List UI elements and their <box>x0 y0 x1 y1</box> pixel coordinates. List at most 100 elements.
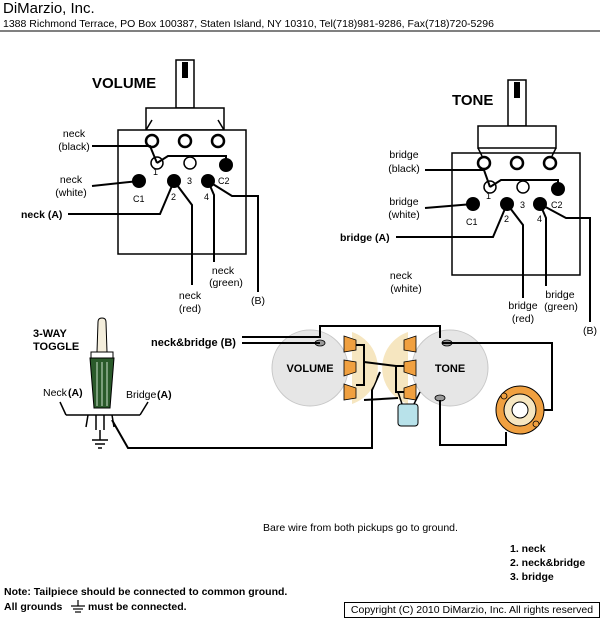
toggle-title-1: 3-WAY <box>33 328 67 340</box>
tone-lug-left <box>476 155 492 171</box>
ground-wire-to-jack <box>439 400 507 446</box>
toggle-tip <box>96 317 108 353</box>
note-grounds-prefix: All grounds <box>4 601 62 613</box>
label-neck-black-2: (black) <box>58 141 90 153</box>
position-3: 3. bridge <box>510 571 554 583</box>
label-neck-black-1: neck <box>63 128 86 140</box>
volume-pot-detail: VOLUME <box>68 59 259 292</box>
inline-ground-icon <box>71 600 85 613</box>
position-1: 1. neck <box>510 543 546 555</box>
label-tone-neck-white-1: neck <box>390 270 413 282</box>
volume-lug-left <box>144 133 160 149</box>
label-neck-green-2: (green) <box>209 277 243 289</box>
wire-neck-green <box>207 180 215 262</box>
label-neck-red-1: neck <box>179 290 202 302</box>
volume-lug-b <box>343 359 357 377</box>
volume-lug-label-c2: C2 <box>218 176 230 186</box>
volume-lug-label-1: 1 <box>153 167 158 177</box>
volume-terminal-3 <box>183 156 197 170</box>
wire-bridge-a <box>396 203 508 238</box>
toggle-title-2: TOGGLE <box>33 341 79 353</box>
label-neck-red-2: (red) <box>179 303 201 315</box>
volume-lug-label-c1: C1 <box>133 194 145 204</box>
three-way-toggle: 3-WAY TOGGLE Neck (A) Bridge <box>33 317 381 449</box>
volume-lug-mid <box>177 133 193 149</box>
volume-title: VOLUME <box>92 75 156 92</box>
label-bridge-green-1: bridge <box>545 289 574 301</box>
volume-shaft-slot <box>182 62 188 78</box>
volume-lug-right <box>210 133 226 149</box>
label-bridge-black-1: bridge <box>389 149 418 161</box>
label-neck-white-2: (white) <box>55 187 87 199</box>
label-neck-a: neck (A) <box>21 209 62 221</box>
notes: Bare wire from both pickups go to ground… <box>4 522 585 613</box>
position-2: 2. neck&bridge <box>510 557 585 569</box>
label-bridge-white-2: (white) <box>388 209 420 221</box>
tone-lug-label-1: 1 <box>486 191 491 201</box>
tone-lug-mid <box>509 155 525 171</box>
label-neck-bridge-b: neck&bridge (B) <box>151 337 236 349</box>
label-bridge-green-2: (green) <box>544 301 578 313</box>
tone-lug-right <box>542 155 558 171</box>
wire-neck-red <box>173 180 193 285</box>
tone-lug-label-3: 3 <box>520 200 525 210</box>
label-neck-white-1: neck <box>60 174 83 186</box>
note-tailpiece: Note: Tailpiece should be connected to c… <box>4 586 287 598</box>
wire-bridge-red <box>506 203 524 298</box>
toggle-bridge-label: Bridge <box>126 389 157 401</box>
volume-lug-label-3: 3 <box>187 176 192 186</box>
toggle-neck-label: Neck <box>43 387 68 399</box>
tone-lug-c <box>403 383 417 401</box>
label-volume-b: (B) <box>251 295 265 307</box>
company-address: 1388 Richmond Terrace, PO Box 100387, St… <box>3 18 494 30</box>
tone-lug-a <box>403 335 417 353</box>
wire-neck-a <box>68 180 175 215</box>
label-tone-neck-white-2: (white) <box>390 283 422 295</box>
tone-pot-detail: TONE <box>396 79 591 322</box>
control-assembly: VOLUME TONE neck&bridge (B) <box>151 325 553 446</box>
volume-lug-c <box>343 383 357 401</box>
volume-lug-label-4: 4 <box>204 192 209 202</box>
assembly-tone-label: TONE <box>435 363 465 375</box>
wire-volume-b <box>207 180 259 292</box>
wire-bridge-white <box>424 203 474 209</box>
tone-body <box>451 152 581 276</box>
volume-bushing <box>145 107 225 131</box>
tone-lug-label-c1: C1 <box>466 217 478 227</box>
wire-neck-black <box>92 145 158 164</box>
label-bridge-a: bridge (A) <box>340 232 390 244</box>
note-bare-wire: Bare wire from both pickups go to ground… <box>263 522 458 534</box>
wire-bridge-green <box>539 203 547 286</box>
wire-to-jack <box>442 342 553 411</box>
company-name: DiMarzio, Inc. <box>3 0 95 17</box>
tone-shaft-slot <box>514 82 520 98</box>
volume-lug-label-2: 2 <box>171 192 176 202</box>
toggle-nut <box>90 351 114 359</box>
tone-capacitor <box>397 403 419 427</box>
copyright-notice: Copyright (C) 2010 DiMarzio, Inc. All ri… <box>344 602 600 618</box>
note-grounds-suffix: must be connected. <box>88 601 187 613</box>
toggle-output-wire <box>111 371 381 449</box>
tone-lug-label-2: 2 <box>504 214 509 224</box>
toggle-bridge-a: (A) <box>157 389 172 401</box>
tone-title: TONE <box>452 92 493 109</box>
toggle-neck-a: (A) <box>68 387 83 399</box>
tone-lug-label-4: 4 <box>537 214 542 224</box>
wire-bridge-black <box>425 169 491 188</box>
assembly-volume-label: VOLUME <box>286 363 333 375</box>
wire-neck-white <box>91 180 140 187</box>
tone-lug-label-c2: C2 <box>551 200 563 210</box>
label-bridge-white-1: bridge <box>389 196 418 208</box>
wire-neck-bridge-b <box>242 325 441 338</box>
volume-lug-a <box>343 335 357 353</box>
label-bridge-red-2: (red) <box>512 313 534 325</box>
label-neck-green-1: neck <box>212 265 235 277</box>
tone-terminal-3 <box>516 180 530 194</box>
wire-tone-b <box>539 203 591 322</box>
tone-bushing <box>477 125 557 149</box>
tone-lug-b <box>403 359 417 377</box>
label-bridge-red-1: bridge <box>508 300 537 312</box>
label-bridge-black-2: (black) <box>388 163 420 175</box>
